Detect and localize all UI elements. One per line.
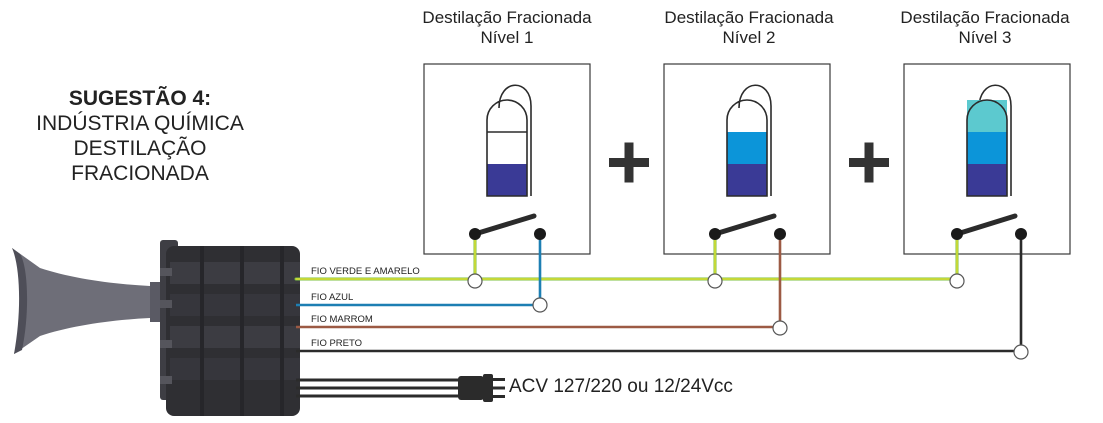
plug-icon (458, 374, 505, 402)
liquid-segment (967, 164, 1007, 196)
wire-green-yellow (294, 232, 960, 281)
level-title: Destilação Fracionada (422, 8, 592, 27)
level-subtitle: Nível 3 (958, 28, 1012, 47)
probe-wire (738, 84, 772, 196)
level-subtitle: Nível 2 (722, 28, 776, 47)
tube-icon (726, 84, 772, 197)
switch-icon (709, 213, 786, 240)
liquid-segment (487, 164, 527, 196)
switch-icon (469, 213, 546, 240)
power-cable (296, 378, 460, 398)
level-label-3: Destilação Fracionada Nível 3 (870, 8, 1100, 48)
level-title: Destilação Fracionada (664, 8, 834, 27)
level-label-1: Destilação Fracionada Nível 1 (392, 8, 622, 48)
siren-horn-icon (12, 240, 300, 416)
liquid-segment (727, 132, 767, 164)
tube-outline (486, 99, 528, 197)
wire-label-green-yellow: FIO VERDE E AMARELO (311, 266, 420, 277)
probe-wire (498, 84, 532, 196)
probe-wire (978, 84, 1012, 196)
plus-icon (849, 142, 889, 183)
suggestion-line: INDÚSTRIA QUÍMICA (36, 112, 244, 135)
level-label-2: Destilação Fracionada Nível 2 (634, 8, 864, 48)
suggestion-line: FRACIONADA (71, 162, 209, 185)
level-title: Destilação Fracionada (900, 8, 1070, 27)
wire-label-blue: FIO AZUL (311, 292, 353, 303)
suggestion-title: SUGESTÃO 4: (68, 87, 212, 110)
level-subtitle: Nível 1 (480, 28, 534, 47)
level-tubes (486, 84, 1012, 197)
liquid-segment (967, 132, 1007, 164)
switch-icon (951, 213, 1027, 240)
tube-icon (966, 84, 1012, 197)
plus-icon (609, 142, 649, 183)
tube-icon (486, 84, 532, 197)
power-label: ACV 127/220 ou 12/24Vcc (509, 376, 733, 397)
suggestion-title-block: SUGESTÃO 4: INDÚSTRIA QUÍMICA DESTILAÇÃO… (10, 86, 270, 186)
wire-label-brown: FIO MARROM (311, 314, 373, 325)
suggestion-line: DESTILAÇÃO (73, 137, 207, 160)
liquid-segment (967, 100, 1007, 120)
liquid-segment (727, 164, 767, 196)
tube-outline (726, 99, 768, 197)
tube-outline (966, 99, 1008, 197)
junction-points (467, 273, 1029, 360)
wire-label-black: FIO PRETO (311, 338, 362, 349)
